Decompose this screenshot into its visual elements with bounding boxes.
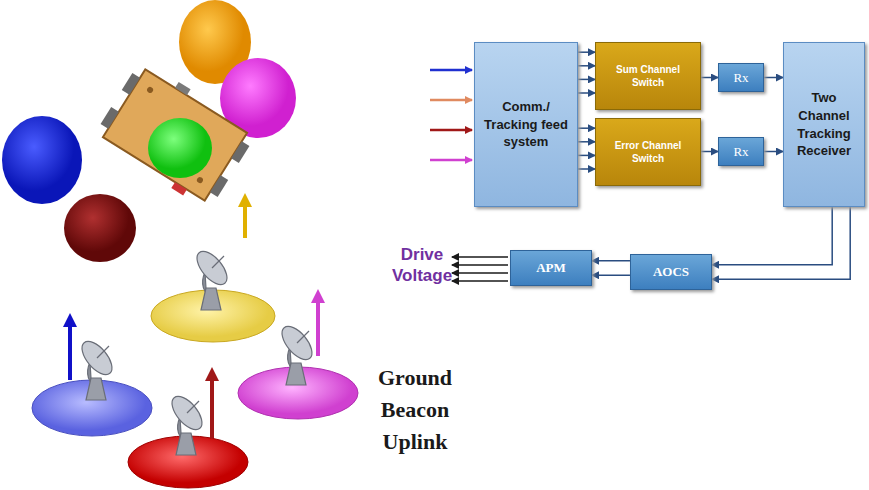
node-label: APM — [536, 260, 566, 276]
signal-connector — [578, 127, 595, 129]
node-label: Comm./ Tracking feed system — [479, 98, 573, 151]
receiver-box: Rx — [718, 63, 764, 92]
caption-label: Ground Beacon Uplink — [360, 362, 470, 458]
signal-connector — [578, 168, 595, 170]
signal-connector — [578, 155, 595, 157]
node-label: AOCS — [653, 264, 689, 280]
signal-connector — [592, 274, 630, 276]
signal-label: Drive Voltage — [392, 244, 452, 287]
signal-connector — [764, 77, 783, 79]
node-label: Rx — [733, 70, 748, 86]
signal-connector — [578, 51, 595, 53]
switch-box: Sum Channel Switch — [595, 42, 701, 110]
switch-box: Error Channel Switch — [595, 118, 701, 186]
feed-system-box: Comm./ Tracking feed system — [474, 42, 578, 207]
node-label: Two Channel Tracking Receiver — [788, 89, 860, 159]
signal-connector — [701, 77, 718, 79]
receiver-box: Rx — [718, 137, 764, 166]
signal-connector — [578, 79, 595, 81]
control-box: APM — [510, 250, 592, 286]
control-box: AOCS — [630, 254, 712, 290]
node-label: Sum Channel Switch — [599, 63, 697, 90]
signal-connector — [701, 151, 718, 153]
node-label: Error Channel Switch — [599, 139, 697, 166]
signal-connector — [578, 141, 595, 143]
signal-connector — [578, 65, 595, 67]
signal-connector — [592, 260, 630, 262]
signal-connector — [712, 207, 832, 265]
tracking-receiver-box: Two Channel Tracking Receiver — [783, 42, 865, 207]
signal-connector — [578, 92, 595, 94]
signal-connector — [764, 151, 783, 153]
signal-connector — [712, 207, 850, 279]
node-label: Rx — [733, 144, 748, 160]
